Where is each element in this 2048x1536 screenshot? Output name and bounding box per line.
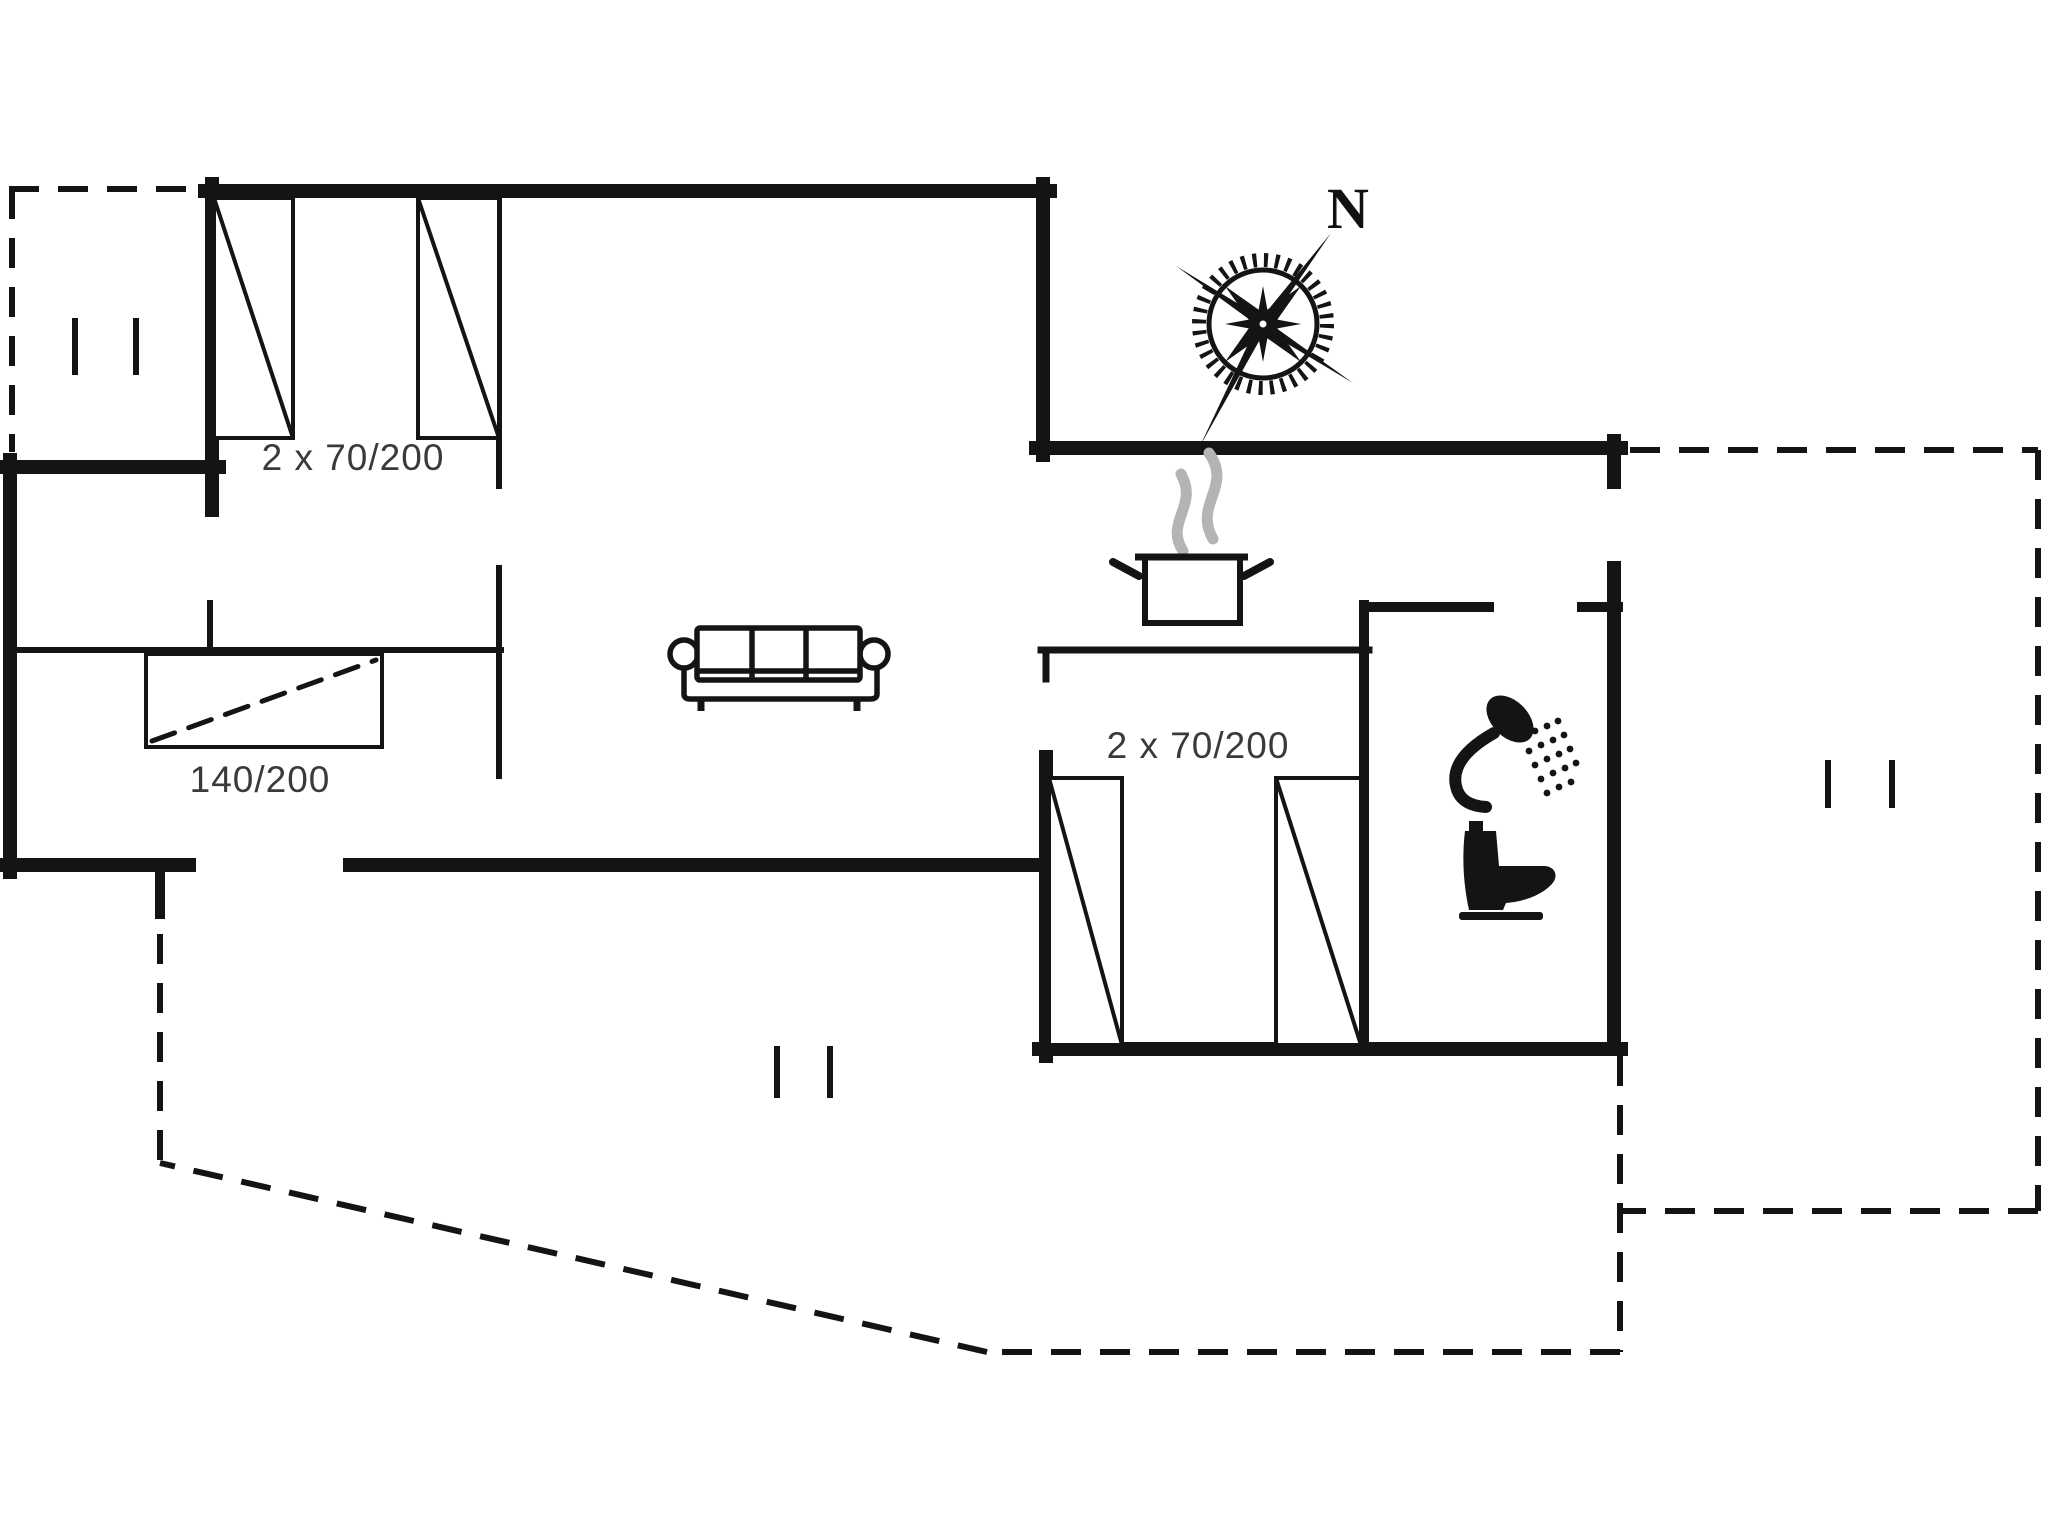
bed-size-labels: 2 x 70/200 140/200 2 x 70/200 [190, 437, 1290, 800]
cooking-pot-icon [1109, 447, 1274, 626]
terrace-dashed-outline [9, 186, 2041, 1355]
compass-circle [1206, 267, 1320, 381]
bedroom3-walls [1037, 646, 1373, 683]
shower-icon [1449, 695, 1580, 813]
bed-diagonals [212, 197, 1363, 1046]
shower-spray [1519, 717, 1580, 797]
sofa-backrest [694, 625, 863, 683]
terrace-outlines [9, 186, 2041, 1355]
bed-size-label-bedroom3: 2 x 70/200 [1107, 725, 1290, 766]
double-bed-diagonal [149, 657, 379, 744]
sofa-cushion-lines [697, 628, 860, 680]
terrace-step-ticks-icon [72, 318, 1895, 1098]
shower-arm [1449, 727, 1500, 813]
beds [144, 196, 1363, 1047]
sofa-icon [667, 625, 891, 711]
toilet-body [1463, 831, 1556, 910]
pot-handles [1109, 558, 1274, 580]
pot-body [1142, 554, 1243, 626]
sofa-base [681, 666, 880, 702]
steam-icon [1171, 447, 1223, 557]
bed-size-label-bedroom2: 140/200 [190, 759, 331, 800]
toilet-button [1469, 821, 1483, 831]
compass-tick-ring [1192, 253, 1334, 395]
compass-north-label: N [1327, 176, 1369, 241]
compass-rose-icon: N [1176, 176, 1369, 446]
toilet-icon [1459, 821, 1556, 920]
bed-size-label-bedroom1: 2 x 70/200 [262, 437, 445, 478]
sofa-armrest [667, 637, 701, 671]
sofa-feet [697, 699, 861, 711]
bathroom-walls [155, 600, 1623, 1054]
toilet-base [1459, 912, 1543, 920]
sofa-armrest [857, 637, 891, 671]
